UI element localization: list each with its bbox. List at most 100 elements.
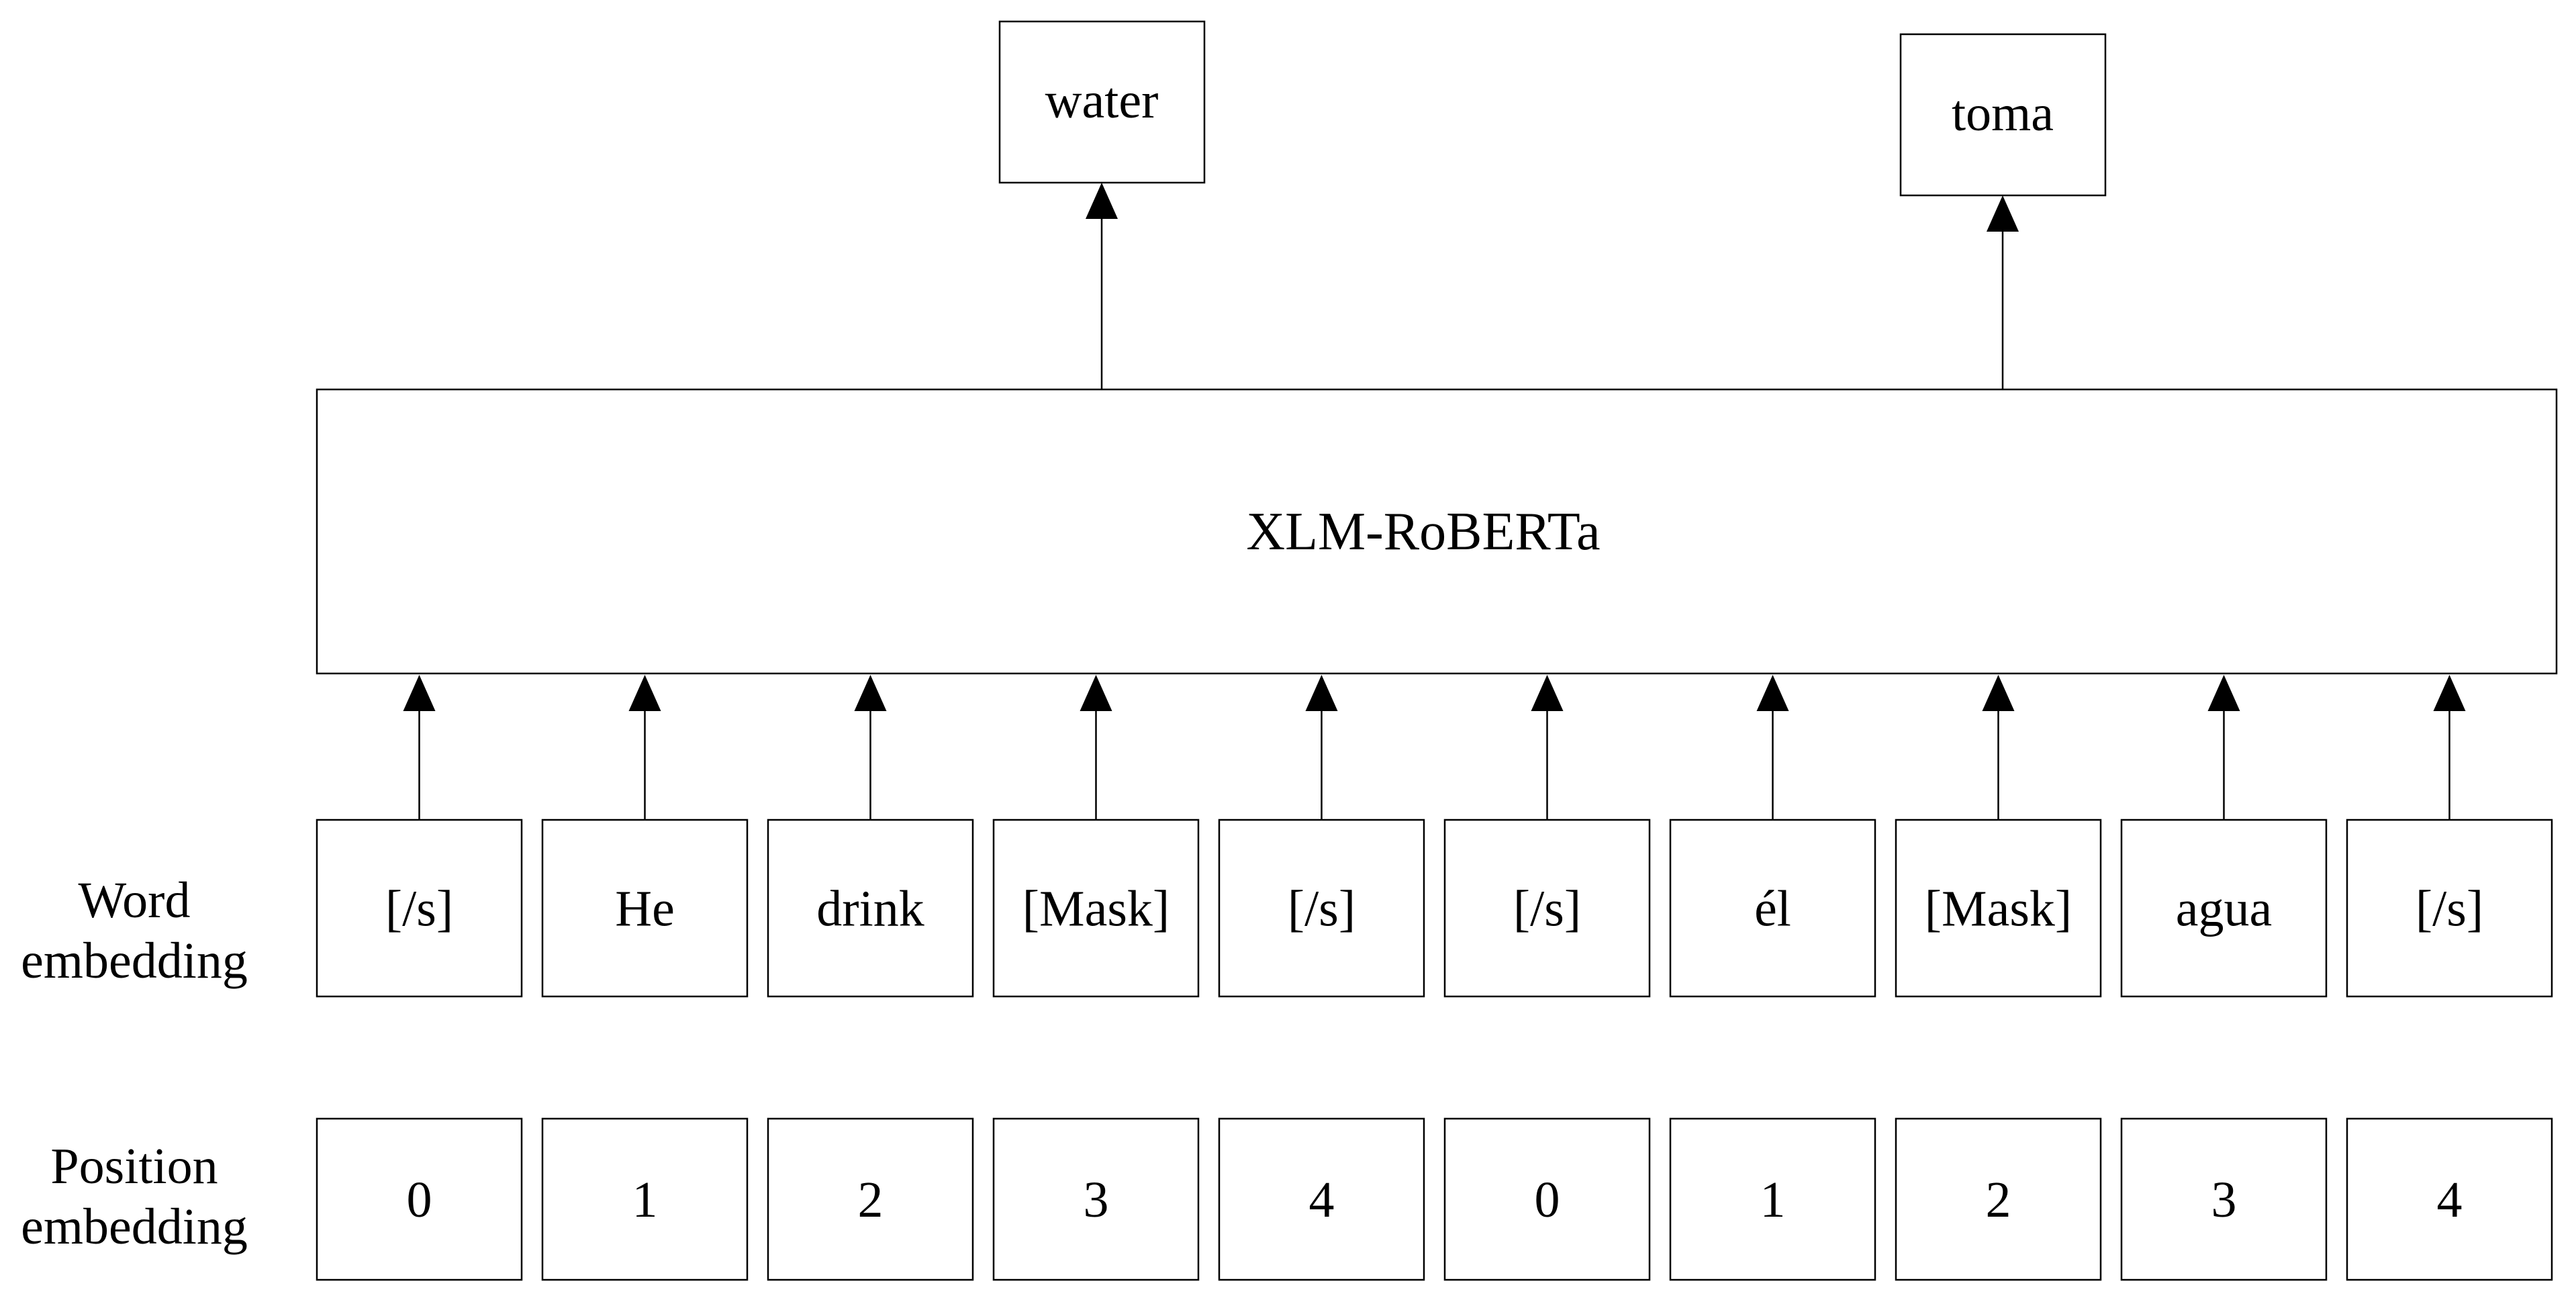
position-token: 2 xyxy=(1895,1117,2102,1281)
word-token: [Mask] xyxy=(1895,819,2102,998)
position-token-label: 1 xyxy=(1760,1172,1786,1228)
output-arrow-toma xyxy=(1987,195,2019,389)
arrow-head xyxy=(628,675,661,711)
word-token: [Mask] xyxy=(992,819,1200,998)
position-token-label: 3 xyxy=(2211,1172,2237,1228)
position-token-box xyxy=(1218,1117,1425,1281)
position-token-box xyxy=(2120,1117,2328,1281)
output-label-toma: toma xyxy=(1952,85,2054,142)
word-token-box xyxy=(1443,819,1651,998)
word-token-label: [Mask] xyxy=(1022,881,1170,937)
word-token-label: [/s] xyxy=(1513,881,1581,937)
word-embedding-row: [/s] He drink [Mask] [/s] [/s] él [Mask] agua [/s… xyxy=(316,819,2553,998)
word-token-box xyxy=(2346,819,2553,998)
position-token: 0 xyxy=(316,1117,523,1281)
word-token-box xyxy=(316,819,523,998)
position-token: 0 xyxy=(1443,1117,1651,1281)
position-token-box xyxy=(316,1117,523,1281)
position-token-label: 2 xyxy=(1986,1172,2011,1228)
word-embedding-label-line2: embedding xyxy=(21,933,248,989)
position-token-box xyxy=(1895,1117,2102,1281)
output-water: water xyxy=(998,20,1206,184)
word-token-box xyxy=(2120,819,2328,998)
input-arrow xyxy=(2433,675,2466,820)
model-label: XLM-RoBERTa xyxy=(1246,502,1600,561)
position-embedding-label: Position embedding xyxy=(21,1138,248,1255)
word-token-label: [/s] xyxy=(385,881,453,937)
position-embedding-label-line1: Position xyxy=(50,1138,218,1195)
word-token: drink xyxy=(767,819,974,998)
position-token-label: 4 xyxy=(1309,1172,1335,1228)
input-arrow xyxy=(403,675,436,820)
word-token-box xyxy=(767,819,974,998)
arrow-head xyxy=(403,675,436,711)
position-token-box xyxy=(1669,1117,1876,1281)
position-token-label: 2 xyxy=(858,1172,884,1228)
position-embedding-label-line2: embedding xyxy=(21,1199,248,1255)
word-embedding-label: Word embedding xyxy=(21,872,248,989)
position-embedding-row: 0 1 2 3 4 0 1 2 3 4 xyxy=(316,1117,2553,1281)
word-token-label: [/s] xyxy=(2416,881,2483,937)
input-arrow xyxy=(1756,675,1789,820)
position-token: 3 xyxy=(2120,1117,2328,1281)
arrow-head xyxy=(854,675,887,711)
position-token-box xyxy=(767,1117,974,1281)
word-token: él xyxy=(1669,819,1876,998)
input-arrow xyxy=(1531,675,1564,820)
word-token-label: [/s] xyxy=(1288,881,1355,937)
word-token-box xyxy=(1218,819,1425,998)
input-arrow xyxy=(1305,675,1338,820)
arrow-head xyxy=(1987,195,2019,232)
arrow-head xyxy=(2433,675,2466,711)
word-token: agua xyxy=(2120,819,2328,998)
word-token: [/s] xyxy=(2346,819,2553,998)
word-token-box xyxy=(992,819,1200,998)
word-token-label: He xyxy=(615,881,675,937)
position-token-box xyxy=(541,1117,749,1281)
position-token: 2 xyxy=(767,1117,974,1281)
arrow-head xyxy=(1756,675,1789,711)
output-label-water: water xyxy=(1045,73,1159,129)
input-arrow xyxy=(1080,675,1112,820)
position-token-label: 4 xyxy=(2437,1172,2463,1228)
word-embedding-label-line1: Word xyxy=(79,872,191,929)
word-token: [/s] xyxy=(316,819,523,998)
position-token-label: 0 xyxy=(1535,1172,1560,1228)
word-token-box xyxy=(541,819,749,998)
position-token: 1 xyxy=(1669,1117,1876,1281)
output-box-water xyxy=(998,20,1206,184)
word-token-label: drink xyxy=(816,881,924,937)
position-token: 4 xyxy=(2346,1117,2553,1281)
model-block: XLM-RoBERTa xyxy=(316,388,2558,675)
output-box-toma xyxy=(1899,33,2107,197)
position-token-box xyxy=(1443,1117,1651,1281)
input-arrow xyxy=(1982,675,2015,820)
position-token: 3 xyxy=(992,1117,1200,1281)
output-toma: toma xyxy=(1899,33,2107,197)
word-token: [/s] xyxy=(1218,819,1425,998)
arrow-head xyxy=(2207,675,2240,711)
position-token-label: 3 xyxy=(1084,1172,1109,1228)
input-arrow xyxy=(854,675,887,820)
arrow-head xyxy=(1080,675,1112,711)
input-arrow xyxy=(628,675,661,820)
arrow-head xyxy=(1086,183,1118,219)
arrow-head xyxy=(1982,675,2015,711)
word-token: [/s] xyxy=(1443,819,1651,998)
position-token-box xyxy=(2346,1117,2553,1281)
word-token-label: agua xyxy=(2176,881,2272,937)
word-token-box xyxy=(1669,819,1876,998)
arrow-head xyxy=(1305,675,1338,711)
arrow-head xyxy=(1531,675,1564,711)
input-arrow xyxy=(2207,675,2240,820)
position-token: 1 xyxy=(541,1117,749,1281)
input-arrows xyxy=(403,675,2466,820)
position-token-box xyxy=(992,1117,1200,1281)
position-token: 4 xyxy=(1218,1117,1425,1281)
model-box xyxy=(316,388,2558,675)
word-token-label: [Mask] xyxy=(1925,881,2072,937)
word-token-box xyxy=(1895,819,2102,998)
word-token: He xyxy=(541,819,749,998)
position-token-label: 1 xyxy=(632,1172,658,1228)
